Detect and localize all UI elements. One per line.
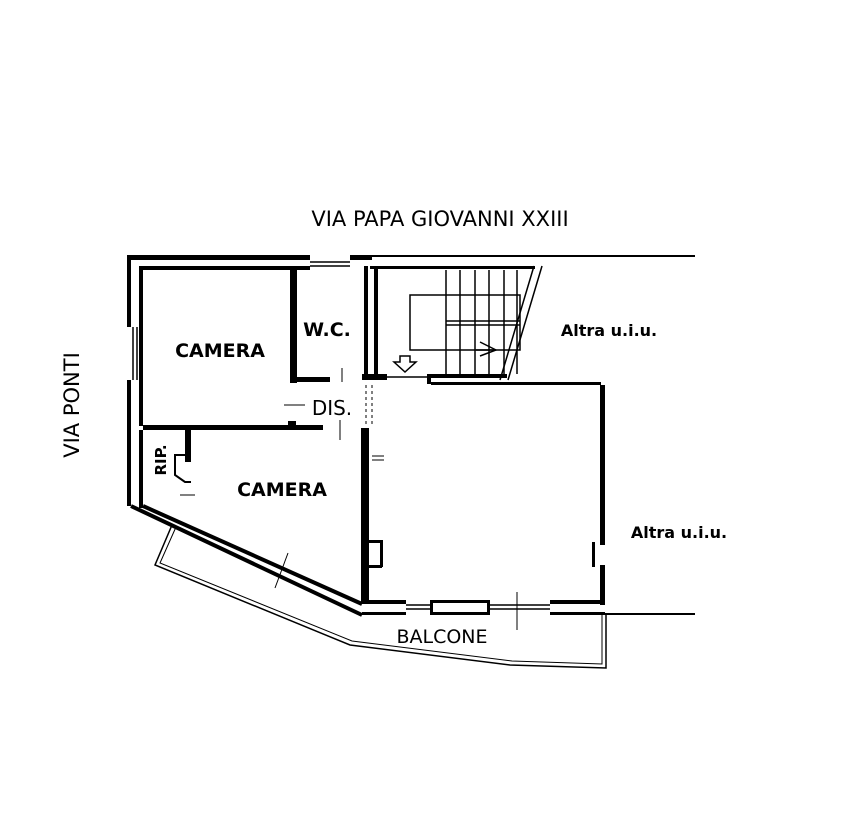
room-label-wc: W.C.: [303, 319, 351, 341]
balcony-outline: [154, 524, 607, 669]
room-label-rip: RIP.: [152, 444, 170, 475]
staircase: [409, 265, 543, 381]
neighbor-label-right: Altra u.i.u.: [631, 523, 727, 542]
walls: [127, 255, 605, 615]
street-label-north: VIA PAPA GIOVANNI XXIII: [311, 207, 568, 231]
entrance-arrow-icon: [392, 355, 418, 374]
diagonal-wall: [130, 261, 607, 669]
room-label-camera-2: CAMERA: [237, 479, 327, 501]
room-label-balcone: BALCONE: [396, 626, 487, 648]
room-label-camera-1: CAMERA: [175, 340, 265, 362]
room-label-dis: DIS.: [312, 396, 352, 420]
street-label-west: VIA PONTI: [60, 352, 84, 458]
neighbor-label-top: Altra u.i.u.: [561, 321, 657, 340]
